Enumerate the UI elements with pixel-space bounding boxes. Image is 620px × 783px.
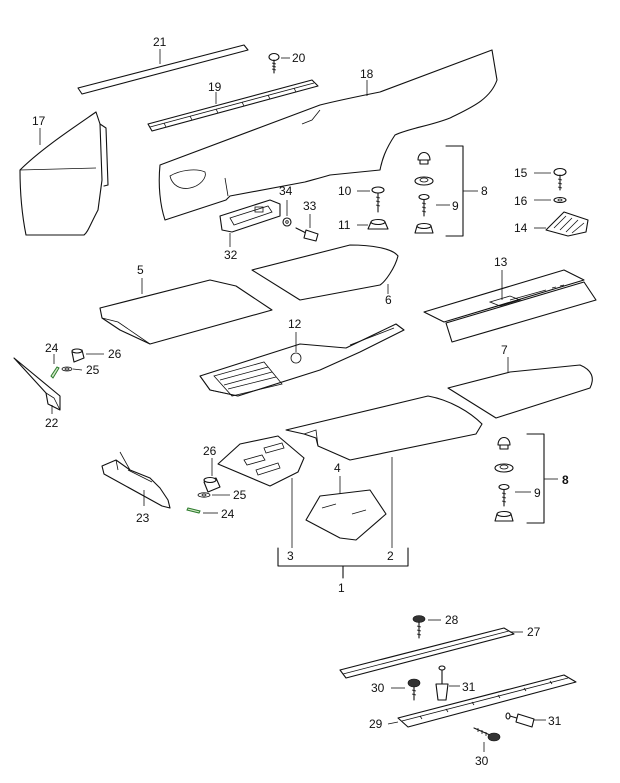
part-24-clip-upper [50,354,60,379]
part-13-panel [423,269,597,343]
callout-30b: 30 [475,754,489,768]
part-18-rear-panel [158,49,498,221]
callout-18: 18 [360,67,374,81]
callout-15: 15 [514,166,528,180]
part-33-bolt [295,214,319,242]
fastener-set-8-upper [414,145,464,237]
callout-29: 29 [369,717,383,731]
part-17-side-panel [19,111,109,236]
part-10-screw [357,186,385,213]
part-20-screw [268,52,290,74]
part-5-panel [99,278,273,345]
callout-25b: 25 [233,488,247,502]
part-11-nut [357,218,389,230]
callout-26a: 26 [108,347,122,361]
part-29-sill-channel [387,674,577,728]
part-25-washer-upper [61,366,83,372]
callout-9a: 9 [452,199,459,213]
callout-27: 27 [527,625,541,639]
callout-17: 17 [32,114,46,128]
callout-6: 6 [385,293,392,307]
part-26-nut-lower [203,458,221,493]
fastener-set-8-lower [494,433,545,524]
callout-7: 7 [501,343,508,357]
callout-9b: 9 [534,486,541,500]
callout-26b: 26 [203,444,217,458]
part-19-sill-channel [147,79,319,132]
part-25-washer-lower [197,492,230,498]
part-27-sill-strip [339,627,523,679]
callout-16: 16 [514,194,528,208]
part-22-bracket [13,357,61,414]
part-26-nut-upper [71,348,104,363]
callout-25a: 25 [86,363,100,377]
part-14-plate [534,211,589,237]
callout-31b: 31 [548,714,562,728]
callout-32: 32 [224,248,238,262]
part-15-screw [534,167,567,191]
part-34-washer [282,200,292,227]
callout-19: 19 [208,80,222,94]
callout-24b: 24 [221,507,235,521]
part-31-pin-upper [435,665,460,701]
callout-23: 23 [136,511,150,525]
callout-28: 28 [445,613,459,627]
part-4-panel [305,476,387,541]
callout-34: 34 [279,184,293,198]
callout-20: 20 [292,51,306,65]
part-21-trim-strip [77,44,249,95]
callout-33: 33 [303,199,317,213]
part-12-tunnel-cover [199,323,405,397]
callout-22: 22 [45,416,59,430]
callout-24a: 24 [45,341,59,355]
part-28-screw [412,615,441,639]
callout-13: 13 [494,255,508,269]
part-3-panel [217,435,305,548]
callout-5: 5 [137,263,144,277]
part-30-bolt-upper [391,678,421,701]
callout-1: 1 [338,581,345,595]
part-2-floor-panel [285,395,483,548]
part-24-clip-lower [186,507,218,514]
part-23-side-trim [101,451,171,509]
part-6-panel [251,244,399,301]
part-7-panel [447,357,593,419]
callout-2: 2 [387,549,394,563]
callout-8b: 8 [562,473,569,487]
callout-10: 10 [338,184,352,198]
callout-4: 4 [334,461,341,475]
group-bracket-1 [277,547,409,579]
callout-3: 3 [287,549,294,563]
part-16-washer [534,196,567,204]
callout-12: 12 [288,317,302,331]
callout-11: 11 [338,218,351,232]
part-32-step-plate [219,199,281,247]
callout-30a: 30 [371,681,385,695]
callout-21: 21 [153,35,167,49]
callout-8a: 8 [481,184,488,198]
callout-31a: 31 [462,680,476,694]
callout-14: 14 [514,221,528,235]
part-31-pin-lower [505,712,546,728]
part-30-bolt-lower [473,727,501,752]
